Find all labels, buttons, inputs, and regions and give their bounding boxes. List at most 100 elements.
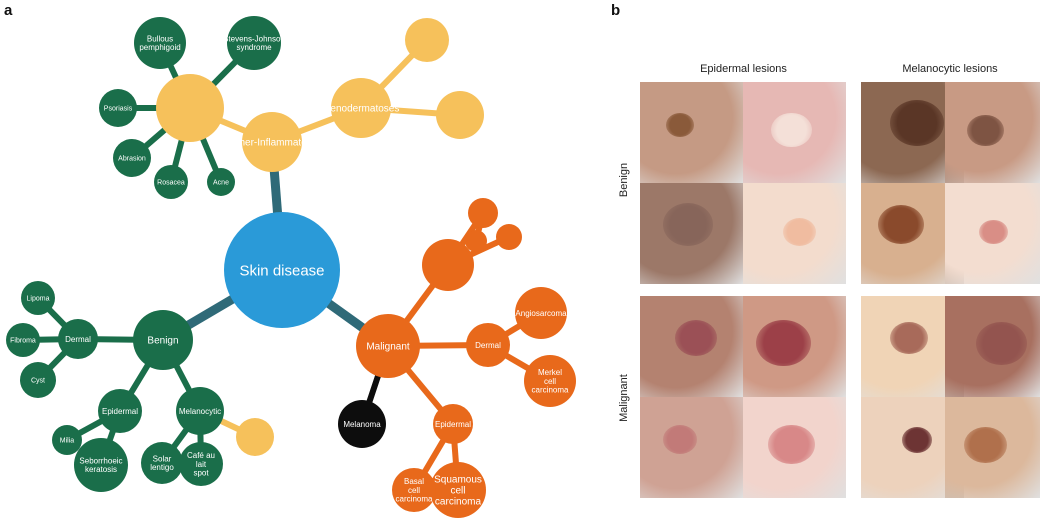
column-header-epidermal: Epidermal lesions	[700, 63, 787, 75]
node-circle	[422, 239, 474, 291]
node-circle	[6, 323, 40, 357]
node-label: Benign	[147, 336, 178, 347]
lesion-spot	[902, 427, 932, 453]
node-circle	[176, 387, 224, 435]
node-fibroma: Fibroma	[6, 323, 40, 357]
node-circle	[242, 112, 302, 172]
node-rosacea: Rosacea	[154, 165, 188, 199]
lesion-photo	[945, 397, 1040, 498]
node-label: Psoriasis	[104, 105, 133, 112]
lesion-photo	[743, 397, 846, 498]
lesion-photo	[743, 183, 846, 284]
lesion-spot	[975, 321, 1027, 365]
row-header-malignant: Malignant	[618, 374, 630, 422]
node-psoriasis: Psoriasis	[99, 89, 137, 127]
node-melanoma: Melanoma	[338, 400, 386, 448]
node-circle	[524, 355, 576, 407]
node-circle	[113, 139, 151, 177]
node-circle	[227, 16, 281, 70]
lesion-spot	[878, 205, 924, 245]
row-header-benign: Benign	[618, 162, 630, 198]
node-circle	[515, 287, 567, 339]
node-m-dfsp	[422, 239, 474, 291]
node-circle	[74, 438, 128, 492]
node-circle	[465, 230, 487, 252]
node-circle	[338, 400, 386, 448]
node-label: Rosacea	[157, 179, 185, 186]
lesion-photo	[640, 183, 743, 284]
node-b-melanocytic: Melanocytic	[176, 387, 224, 435]
node-circle	[436, 91, 484, 139]
node-label: Epidermal	[102, 407, 138, 416]
node-label: Abrasion	[118, 155, 146, 162]
lesion-photo	[945, 183, 1040, 284]
node-circle	[466, 323, 510, 367]
lesion-spot	[755, 319, 811, 367]
node-inflam-r2	[436, 91, 484, 139]
node-abrasion: Abrasion	[113, 139, 151, 177]
node-label: Malignant	[366, 342, 410, 353]
node-circle	[405, 18, 449, 62]
panel-b-label: b	[611, 2, 621, 19]
node-circle	[52, 425, 82, 455]
lesion-spot	[666, 113, 694, 137]
node-label: Dermal	[475, 341, 501, 350]
node-inflam-left	[156, 74, 224, 142]
node-circle	[433, 404, 473, 444]
node-circle	[98, 389, 142, 433]
node-cyst: Cyst	[20, 362, 56, 398]
lesion-photo	[743, 82, 846, 183]
node-acne: Acne	[207, 168, 235, 196]
lesion-spot	[963, 426, 1007, 464]
node-label: Melanoma	[343, 420, 381, 429]
node-m-top2	[496, 224, 522, 250]
node-circle	[154, 165, 188, 199]
node-atyp-nevi	[236, 418, 274, 456]
node-b-epidermal: Epidermal	[98, 389, 142, 433]
node-label: Melanocytic	[179, 407, 221, 416]
node-circle	[207, 168, 235, 196]
node-label: Epidermal	[435, 420, 471, 429]
node-m-epidermal: Epidermal	[433, 404, 473, 444]
node-circle	[133, 310, 193, 370]
lesion-spot	[767, 424, 815, 465]
node-circle	[331, 78, 391, 138]
node-inflam-r1	[405, 18, 449, 62]
node-label: Genodermatoses	[323, 104, 400, 115]
node-m-top1	[468, 198, 498, 228]
lesion-spot	[663, 203, 713, 246]
node-circle	[224, 212, 340, 328]
lesion-spot	[770, 112, 812, 148]
node-circle	[179, 442, 223, 486]
node-malignant: Malignant	[356, 314, 420, 378]
lesion-spot	[782, 217, 816, 246]
node-circle	[496, 224, 522, 250]
node-angiosarcoma: Angiosarcoma	[515, 287, 567, 339]
node-m-top3	[465, 230, 487, 252]
lesion-spot	[890, 322, 928, 355]
node-circle	[134, 17, 186, 69]
node-label: Other-Inflammatory	[229, 138, 315, 149]
panel-a-label: a	[4, 2, 13, 19]
node-inflam: Other-Inflammatory	[229, 112, 315, 172]
node-benign: Benign	[133, 310, 193, 370]
node-circle	[21, 281, 55, 315]
node-skin: Skin disease	[224, 212, 340, 328]
node-inflam-right: Genodermatoses	[323, 78, 400, 138]
node-circle	[430, 462, 486, 518]
node-label: Lipoma	[27, 295, 50, 302]
node-label: Angiosarcoma	[515, 309, 567, 318]
node-milia: Milia	[52, 425, 82, 455]
